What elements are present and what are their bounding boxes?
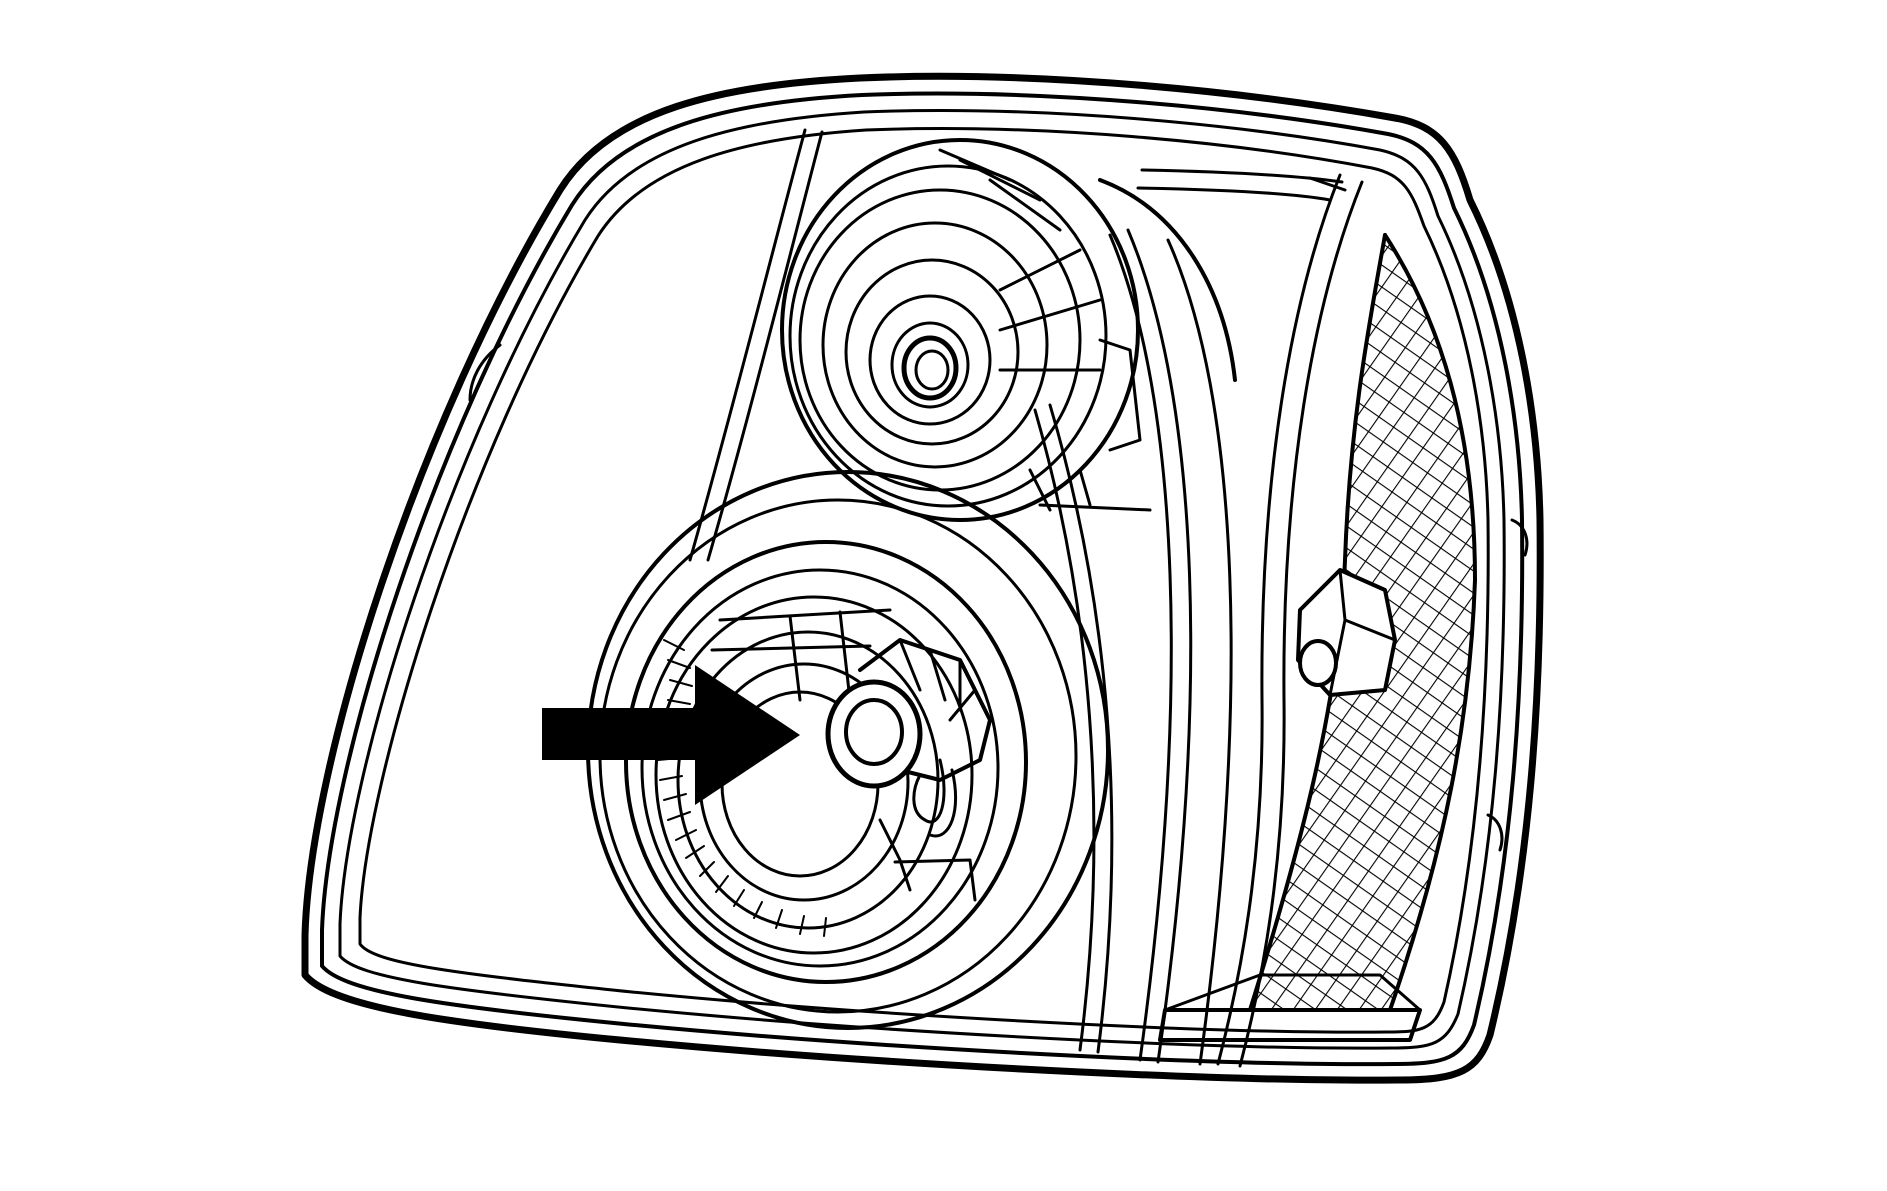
arrow-shape [542, 665, 800, 805]
pointer-arrow [542, 665, 800, 805]
housing-outer-lens [301, 72, 1544, 1084]
side-marker-bulb-socket [1296, 568, 1397, 697]
low-beam-bulb-socket [825, 638, 992, 838]
high-beam-reflector [780, 138, 1237, 522]
